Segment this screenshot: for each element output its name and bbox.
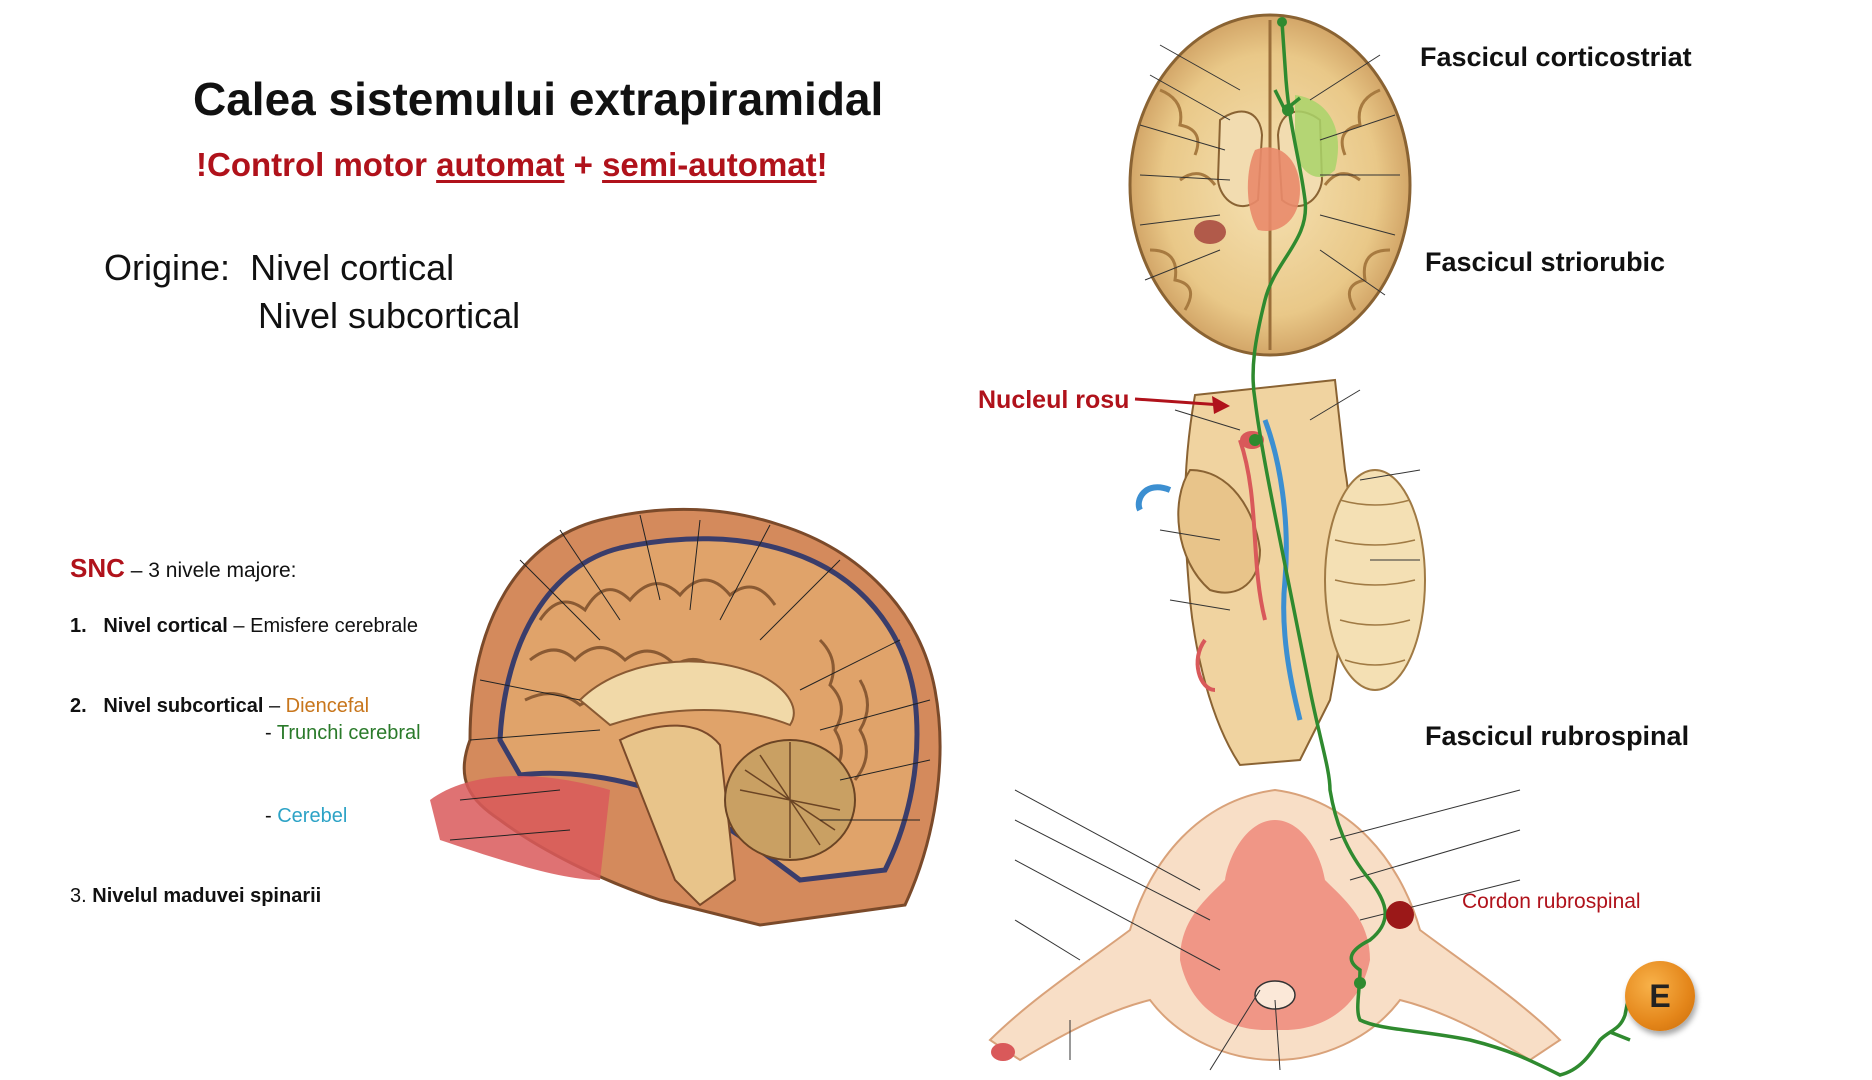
- snc-sub-cerebel-row: - Cerebel: [265, 805, 347, 828]
- label-fascicul-rubrospinal: Fascicul rubrospinal: [1425, 721, 1690, 751]
- snc-item-2-number: 2.: [70, 695, 87, 717]
- snc-item-3-bold: Nivelul maduvei spinarii: [92, 885, 322, 907]
- snc-item-1-bold: Nivel cortical: [103, 615, 228, 637]
- snc-label: SNC: [70, 553, 125, 583]
- origin-level-cortical: Nivel cortical: [250, 247, 455, 288]
- slide-subtitle: !Control motor automat + semi-automat!: [196, 146, 828, 184]
- pathway-node-dot: [1354, 977, 1366, 989]
- origin-block: Origine: Nivel cortical Nivel subcortica…: [104, 244, 520, 340]
- brain-axial-section-illustration: [1128, 13, 1412, 357]
- snc-item-3: 3. Nivelul maduvei spinarii: [70, 885, 321, 908]
- snc-sub-diencefal: Diencefal: [285, 695, 370, 717]
- snc-item-1-number: 1.: [70, 615, 87, 637]
- label-nucleul-rosu: Nucleul rosu: [978, 386, 1130, 414]
- origin-level-subcortical: Nivel subcortical: [258, 295, 521, 336]
- snc-sub-trunchi-row: - Trunchi cerebral: [265, 722, 421, 745]
- rubrospinal-tract-dot: [1386, 901, 1414, 929]
- snc-sub-trunchi-dash: -: [265, 722, 277, 744]
- brain-sagittal-illustration: [430, 507, 942, 927]
- pathway-node-dot: [1282, 104, 1294, 116]
- subtitle-word-automat: automat: [436, 146, 565, 183]
- subtitle-word-semi-automat: semi-automat: [602, 146, 817, 183]
- snc-heading-rest: – 3 nivele majore:: [124, 559, 297, 582]
- slide-title: Calea sistemului extrapiramidal: [193, 73, 884, 125]
- spinal-cord-section-illustration: [988, 788, 1562, 1071]
- snc-item-1-rest: – Emisfere cerebrale: [227, 615, 418, 637]
- snc-heading: SNC – 3 nivele majore:: [70, 553, 297, 584]
- snc-sub-cerebel: Cerebel: [277, 805, 348, 827]
- snc-item-1: 1. Nivel cortical – Emisfere cerebrale: [70, 615, 418, 638]
- snc-item-2-dash: –: [263, 695, 286, 717]
- snc-item-3-number: 3.: [70, 885, 87, 907]
- nucleul-rosu-arrow: [1134, 396, 1230, 414]
- origin-row-1: Origine: Nivel cortical: [104, 244, 520, 292]
- effector-badge: E: [1625, 961, 1695, 1031]
- snc-sub-trunchi: Trunchi cerebral: [276, 722, 421, 744]
- pathway-origin-dot: [1277, 17, 1287, 27]
- snc-item-2-bold: Nivel subcortical: [103, 695, 264, 717]
- label-cordon-rubrospinal: Cordon rubrospinal: [1462, 890, 1641, 913]
- origin-label: Origine:: [104, 247, 231, 288]
- pathway-node-dot: [1249, 434, 1261, 446]
- subtitle-mid: +: [564, 146, 603, 183]
- label-fascicul-striorubic: Fascicul striorubic: [1425, 247, 1666, 277]
- brainstem-illustration: [1135, 378, 1426, 767]
- label-fascicul-corticostriat: Fascicul corticostriat: [1420, 42, 1692, 72]
- snc-sub-cerebel-dash: -: [265, 805, 278, 827]
- origin-row-2: Nivel subcortical: [104, 292, 520, 340]
- subtitle-suffix: !: [816, 146, 828, 183]
- snc-item-2: 2. Nivel subcortical – Diencefal: [70, 695, 369, 718]
- subtitle-prefix: !Control motor: [196, 146, 437, 183]
